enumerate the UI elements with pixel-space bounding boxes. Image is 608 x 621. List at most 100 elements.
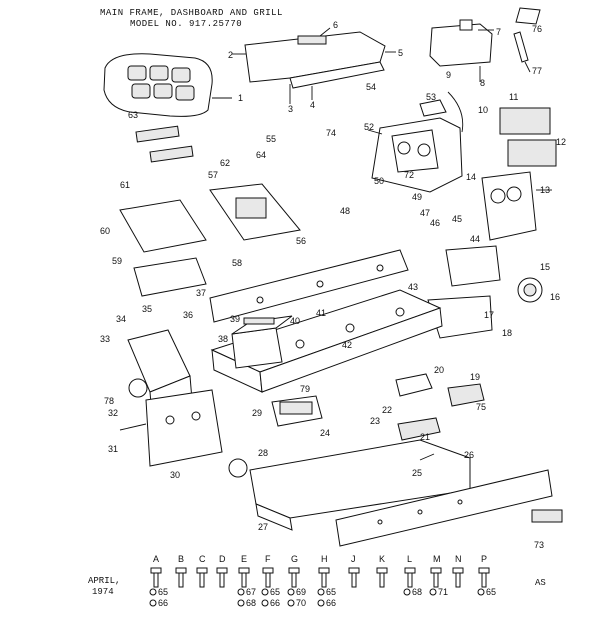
callout-19: 19 [470,372,480,382]
callout-56: 56 [296,236,306,246]
part-grille-bar [335,469,553,547]
bolt-shank-icon [407,572,413,588]
bolt-head-icon [216,567,228,574]
callout-12: 12 [556,137,566,147]
bolt-head-icon [430,567,442,574]
callout-40: 40 [290,316,300,326]
bolt-shank-icon [153,572,159,588]
washer-icon [237,599,245,607]
callout-74: 74 [326,128,336,138]
callout-16: 16 [550,292,560,302]
bolt-shank-icon [199,572,205,588]
callout-35: 35 [142,304,152,314]
bolt-head-icon [196,567,208,574]
part-grille-frame [481,171,552,241]
hardware-letter: N [455,554,462,564]
hardware-k: K [376,554,388,588]
part-grille-inserts [395,373,485,441]
callout-13: 13 [540,185,550,195]
washer-icon [261,588,269,596]
washer-icon [317,599,325,607]
callout-21: 21 [420,432,430,442]
part-fuel-tank [429,19,494,82]
callout-25: 25 [412,468,422,478]
part-step-plate [133,257,207,297]
callout-49: 49 [412,192,422,202]
part-foot-pad [135,125,194,163]
callout-42: 42 [342,340,352,350]
hardware-letter: D [219,554,226,564]
callout-38: 38 [218,334,228,344]
callout-5: 5 [398,48,403,58]
callout-24: 24 [320,428,330,438]
callout-63: 63 [128,110,138,120]
bolt-head-icon [175,567,187,574]
hardware-letter: M [433,554,441,564]
callout-28: 28 [258,448,268,458]
callout-8: 8 [480,78,485,88]
callout-79: 79 [300,384,310,394]
callout-4: 4 [310,100,315,110]
callout-10: 10 [478,105,488,115]
callout-3: 3 [288,104,293,114]
washer-icon [261,599,269,607]
washer-icon [477,588,485,596]
callout-55: 55 [266,134,276,144]
hardware-ref: 65 [326,587,336,597]
callout-15: 15 [540,262,550,272]
callout-18: 18 [502,328,512,338]
diagram-title-block: MAIN FRAME, DASHBOARD AND GRILL MODEL NO… [100,8,283,30]
hardware-c: C [196,554,208,588]
hardware-letter: A [153,554,159,564]
bolt-head-icon [376,567,388,574]
callout-60: 60 [100,226,110,236]
callout-37: 37 [196,288,206,298]
hardware-p: P65 [477,554,496,597]
callout-17: 17 [484,310,494,320]
bolt-head-icon [288,567,300,574]
callout-75: 75 [476,402,486,412]
washer-icon [403,588,411,596]
callout-44: 44 [470,234,480,244]
callout-26: 26 [464,450,474,460]
bolt-shank-icon [481,572,487,588]
bolt-shank-icon [321,572,327,588]
hardware-ref: 66 [158,598,168,608]
part-knob-28 [128,378,248,478]
callout-7: 7 [496,27,501,37]
hardware-ref: 69 [296,587,306,597]
washer-icon [237,588,245,596]
callout-50: 50 [374,176,384,186]
part-rear-plate [119,389,223,467]
hardware-letter: F [265,554,271,564]
callout-48: 48 [340,206,350,216]
callout-62: 62 [220,158,230,168]
callout-34: 34 [116,314,126,324]
washer-icon [149,599,157,607]
hardware-letter: G [291,554,298,564]
washer-icon [287,588,295,596]
diagram-title: MAIN FRAME, DASHBOARD AND GRILL [100,8,283,18]
callout-73: 73 [534,540,544,550]
bolt-shank-icon [241,572,247,588]
bolt-shank-icon [265,572,271,588]
diagram-code: AS [535,578,546,588]
bolt-head-icon [404,567,416,574]
hardware-ref: 67 [246,587,256,597]
part-floor-pan [119,183,301,253]
callout-77: 77 [532,66,542,76]
hardware-letter: L [407,554,412,564]
callout-78: 78 [104,396,114,406]
part-grille-support [427,245,501,339]
hardware-letter: B [178,554,184,564]
bolt-shank-icon [433,572,439,588]
hardware-ref: 66 [270,598,280,608]
bolt-head-icon [318,567,330,574]
part-hood [232,27,396,104]
part-screen-11 [499,107,557,167]
